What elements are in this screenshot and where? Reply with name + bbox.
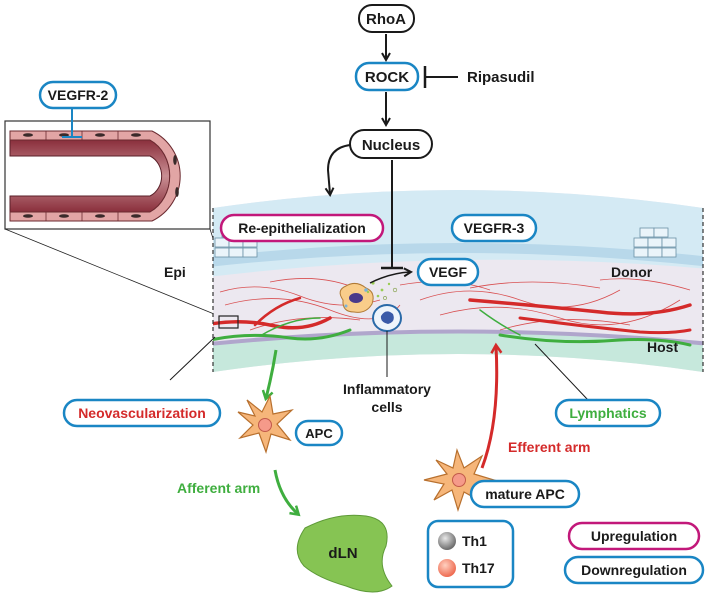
re-epithelialization-box: [219, 213, 385, 243]
neovascularization-label: Neovascularization: [78, 405, 206, 421]
rhoa-label: RhoA: [366, 11, 406, 28]
vegf-particles-outline: [383, 287, 398, 300]
neovascularization-leader: [169, 336, 216, 381]
mature-apc-box: [469, 479, 581, 509]
th1-icon: [438, 532, 456, 550]
upregulation-label: Upregulation: [591, 528, 677, 544]
re-epithelialization-label: Re-epithelialization: [238, 220, 366, 236]
rhoa-node: [358, 4, 415, 33]
vegfr3-box: [450, 213, 538, 243]
downregulation-legend: [563, 555, 705, 585]
rock-label: ROCK: [365, 69, 409, 86]
nucleus-label: Nucleus: [362, 137, 420, 154]
vegfr2-box: [38, 80, 118, 110]
inflammatory-label-line1: Inflammatory: [343, 381, 431, 397]
vegfr2-label: VEGFR-2: [48, 87, 109, 103]
neovascularization-box: [62, 398, 222, 428]
tcell-legend-box: [426, 519, 515, 589]
lymphatics-label: Lymphatics: [569, 405, 646, 421]
mature-apc-label: mature APC: [485, 486, 565, 502]
apc-box: [294, 419, 344, 447]
inflammatory-cell-macrophage: [372, 304, 402, 332]
donor-label: Donor: [611, 264, 653, 280]
lymphatics-leader: [534, 343, 589, 401]
afferent-arm-arrow: [273, 469, 298, 514]
rock-node: [354, 61, 420, 92]
host-label: Host: [647, 339, 678, 355]
epithelial-cells-right: [633, 227, 677, 258]
apc-migration-arrow: [266, 349, 278, 398]
nucleus-node: [349, 129, 433, 159]
vessel-tube: [9, 130, 181, 222]
dln-label: dLN: [328, 545, 357, 562]
lymphatics-box: [554, 398, 662, 428]
th17-label: Th17: [462, 560, 495, 576]
inflammatory-cell-granulocyte: [339, 282, 374, 313]
ripasudil-label: Ripasudil: [467, 69, 535, 86]
upregulation-legend: [567, 521, 701, 551]
inset-source-box: [218, 315, 239, 329]
apc-label: APC: [305, 426, 333, 441]
vegf-label: VEGF: [429, 264, 468, 280]
lymphatic-vessels: [213, 309, 692, 347]
vegfr3-label: VEGFR-3: [464, 220, 525, 236]
th17-icon: [438, 559, 456, 577]
apc-cell: [237, 394, 294, 454]
vegf-box: [416, 257, 480, 287]
inflammatory-label-line2: cells: [371, 399, 402, 415]
afferent-arm-label: Afferent arm: [177, 480, 260, 496]
efferent-arm-label: Efferent arm: [508, 439, 590, 455]
vegf-secretion-arrow: [369, 272, 410, 284]
endothelium-layer: [213, 331, 703, 372]
blood-vessels: [213, 296, 692, 335]
epi-label: Epi: [164, 264, 186, 280]
nucleus-reepi-arrow: [328, 144, 351, 194]
pathway: RhoA ROCK Ripasudil Nucleus: [328, 4, 535, 270]
efferent-arm-arrow: [480, 346, 497, 469]
th1-label: Th1: [462, 533, 487, 549]
vessel-inset: [4, 107, 239, 317]
dln-node-shape: [296, 514, 393, 593]
downregulation-label: Downregulation: [581, 562, 687, 578]
zoom-line-lower: [4, 228, 220, 317]
